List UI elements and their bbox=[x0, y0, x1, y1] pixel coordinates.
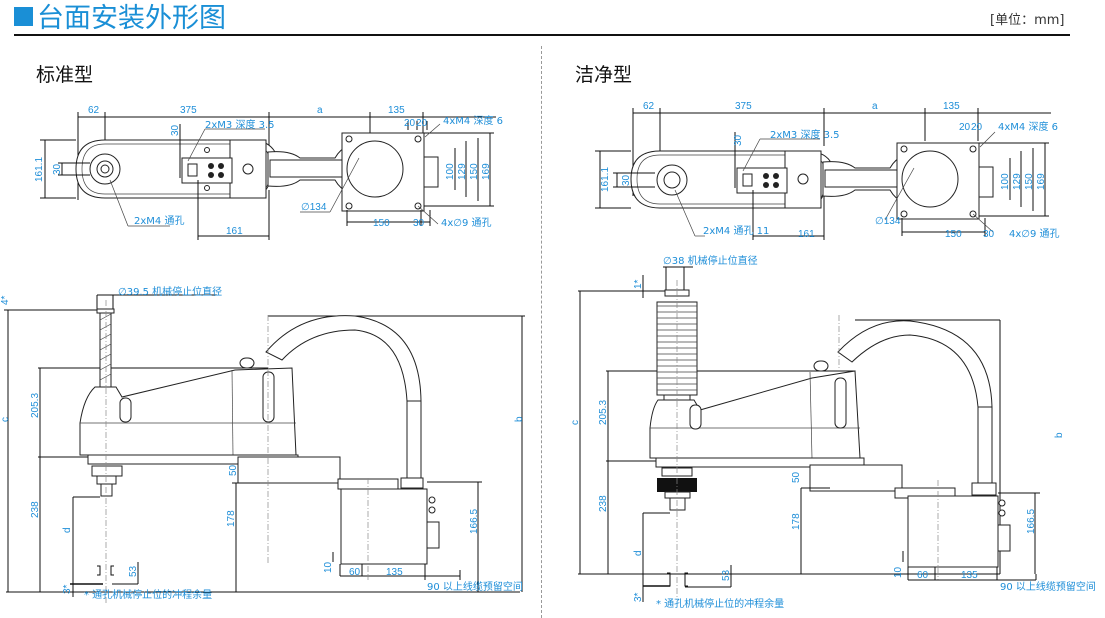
dim-100: 100 bbox=[445, 163, 456, 180]
note-m4-thru: 2xM4 通孔 bbox=[134, 215, 184, 227]
page-title: 台面安装外形图 bbox=[14, 2, 226, 36]
note-m3: 2xM3 深度 3.5 bbox=[205, 118, 275, 131]
note-m4-thru: 2xM4 通孔 11 bbox=[703, 225, 769, 237]
dim-1: 1* bbox=[633, 279, 644, 289]
note-cable-space: 90 以上线缆预留空间 bbox=[1000, 580, 1096, 593]
dim-161-1: 161.1 bbox=[600, 167, 611, 192]
dim-161-1: 161.1 bbox=[34, 157, 45, 182]
note-holes: 4x∅9 通孔 bbox=[441, 217, 492, 229]
dim-20b: 20 bbox=[416, 118, 428, 129]
dim-10: 10 bbox=[323, 561, 334, 573]
dim-30-left: 30 bbox=[52, 163, 63, 175]
dim-134: ∅134 bbox=[301, 202, 327, 213]
footnote: * 通孔机械停止位的冲程余量 bbox=[84, 588, 212, 601]
dim-135-side: 135 bbox=[386, 567, 403, 578]
dim-129: 129 bbox=[457, 163, 468, 180]
dim-150v: 150 bbox=[1024, 173, 1035, 190]
dim-50: 50 bbox=[228, 464, 239, 476]
dim-c: c bbox=[0, 417, 11, 422]
dim-50: 50 bbox=[791, 471, 802, 483]
dim-60: 60 bbox=[349, 567, 361, 578]
dim-3: 3* bbox=[633, 592, 644, 602]
dim-62: 62 bbox=[643, 101, 655, 112]
dim-b: b bbox=[514, 416, 525, 422]
dim-c: c bbox=[570, 420, 581, 425]
dim-205-3: 205.3 bbox=[30, 393, 41, 418]
dim-178: 178 bbox=[791, 513, 802, 530]
footnote: * 通孔机械停止位的冲程余量 bbox=[656, 597, 784, 610]
dim-161: 161 bbox=[226, 226, 243, 237]
dim-150: 150 bbox=[945, 229, 962, 240]
clean-top-view: 62 375 a 135 20 20 4xM4 深度 6 2xM3 深度 3.5… bbox=[595, 101, 1060, 240]
dim-135: 135 bbox=[388, 105, 405, 116]
dim-4: 4* bbox=[0, 295, 11, 305]
dim-a: a bbox=[317, 105, 323, 116]
dim-10: 10 bbox=[893, 566, 904, 578]
dim-100: 100 bbox=[1000, 173, 1011, 190]
dim-161: 161 bbox=[798, 229, 815, 240]
dim-60: 60 bbox=[917, 570, 929, 581]
dim-62: 62 bbox=[88, 105, 100, 116]
standard-top-view: 62 375 a 135 20 20 4xM4 深度 6 2xM3 深度 3.5… bbox=[34, 105, 503, 240]
clean-type-label: 洁净型 bbox=[575, 64, 633, 86]
dim-a: a bbox=[872, 101, 878, 112]
dim-150v: 150 bbox=[469, 163, 480, 180]
header-rule bbox=[14, 34, 1070, 36]
dim-135-side: 135 bbox=[961, 570, 978, 581]
dim-30-left: 30 bbox=[621, 174, 632, 186]
dim-178: 178 bbox=[226, 510, 237, 527]
dim-30-bot: 30 bbox=[983, 229, 995, 240]
dim-238: 238 bbox=[598, 495, 609, 512]
dim-134: ∅134 bbox=[875, 216, 901, 227]
dim-375: 375 bbox=[735, 101, 752, 112]
dim-166-5: 166.5 bbox=[1026, 509, 1037, 534]
dim-169: 169 bbox=[1036, 173, 1047, 190]
standard-type-label: 标准型 bbox=[36, 64, 94, 86]
note-holes: 4x∅9 通孔 bbox=[1009, 228, 1060, 240]
dim-129: 129 bbox=[1012, 173, 1023, 190]
standard-side-view: ∅39.5 机械停止位直径 4* c 205.3 238 d 50 178 53… bbox=[0, 285, 525, 605]
dim-53: 53 bbox=[721, 569, 732, 581]
unit-label: [单位：mm] bbox=[990, 13, 1065, 28]
title-square-icon bbox=[14, 7, 33, 26]
dim-30-top: 30 bbox=[733, 134, 744, 146]
note-stop-dia: ∅38 机械停止位直径 bbox=[663, 254, 758, 267]
dim-205-3: 205.3 bbox=[598, 400, 609, 425]
note-stop-dia: ∅39.5 机械停止位直径 bbox=[118, 285, 222, 298]
dim-20a: 20 bbox=[404, 118, 416, 129]
dim-150: 150 bbox=[373, 218, 390, 229]
dim-30-bot: 30 bbox=[413, 218, 425, 229]
dim-3: 3* bbox=[62, 584, 73, 594]
dim-d: d bbox=[62, 527, 73, 533]
dim-20b: 20 bbox=[971, 122, 983, 133]
dim-375: 375 bbox=[180, 105, 197, 116]
note-m4-depth: 4xM4 深度 6 bbox=[443, 114, 503, 127]
dim-169: 169 bbox=[481, 163, 492, 180]
title-text: 台面安装外形图 bbox=[37, 3, 226, 34]
dim-30-top: 30 bbox=[170, 124, 181, 136]
section-divider bbox=[541, 46, 542, 618]
dim-53: 53 bbox=[128, 565, 139, 577]
clean-side-view: ∅38 机械停止位直径 1* c 205.3 238 d 50 178 53 3… bbox=[570, 254, 1096, 610]
dim-135: 135 bbox=[943, 101, 960, 112]
dim-20a: 20 bbox=[959, 122, 971, 133]
dim-238: 238 bbox=[30, 501, 41, 518]
note-m3: 2xM3 深度 3.5 bbox=[770, 128, 840, 141]
dim-b: b bbox=[1054, 432, 1065, 438]
dim-166-5: 166.5 bbox=[469, 509, 480, 534]
note-cable-space: 90 以上线缆预留空间 bbox=[427, 580, 523, 593]
note-m4-depth: 4xM4 深度 6 bbox=[998, 120, 1058, 133]
dim-d: d bbox=[633, 550, 644, 556]
